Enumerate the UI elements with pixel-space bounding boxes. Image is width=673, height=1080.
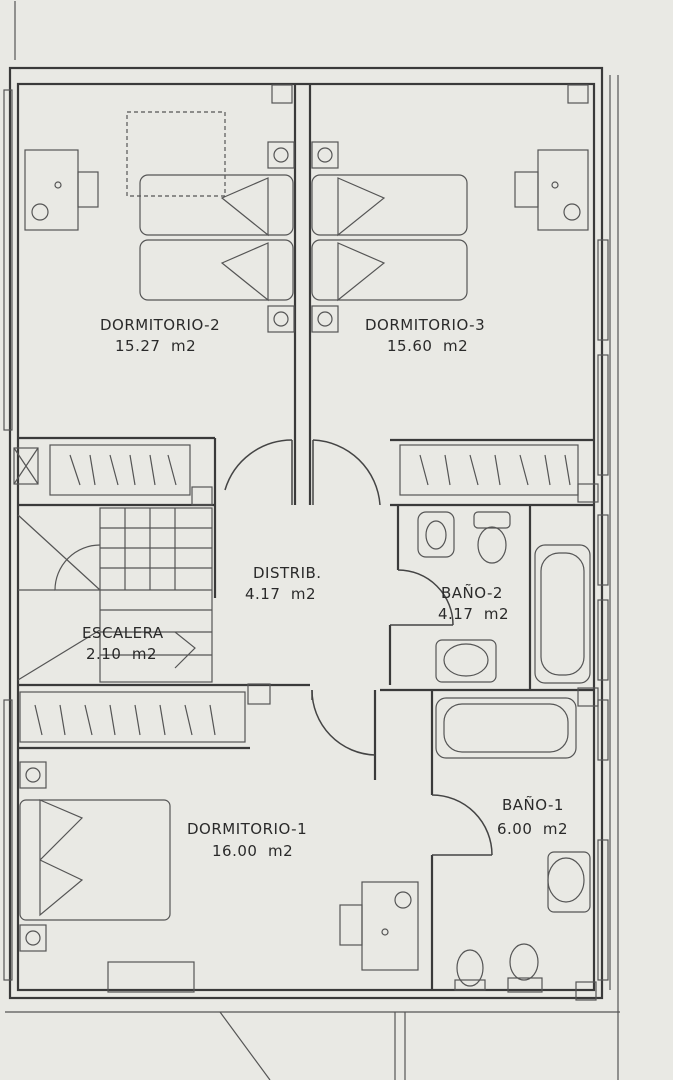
- exterior-walls: [5, 1, 620, 1080]
- room-area-dormitorio-1: 16.00 m2: [212, 842, 293, 860]
- room-name-escalera: ESCALERA: [82, 624, 164, 642]
- room-area-dormitorio-2: 15.27 m2: [115, 337, 196, 355]
- room-area-bano-1: 6.00 m2: [497, 820, 568, 838]
- beds: [19, 111, 468, 921]
- room-area-bano-2: 4.17 m2: [438, 605, 509, 623]
- vent-symbols: [13, 141, 339, 952]
- staircase: [17, 507, 213, 683]
- interior-walls: [18, 84, 599, 1001]
- room-name-dormitorio-3: DORMITORIO-3: [365, 316, 485, 334]
- room-area-escalera: 2.10 m2: [86, 645, 157, 663]
- desks: [24, 149, 589, 993]
- room-name-distrib: DISTRIB.: [253, 564, 322, 582]
- windows: [3, 89, 609, 981]
- doors: [224, 439, 493, 856]
- room-name-dormitorio-1: DORMITORIO-1: [187, 820, 307, 838]
- sanitary-fixtures: [417, 511, 591, 993]
- wardrobes: [19, 444, 579, 743]
- room-name-bano-1: BAÑO-1: [502, 795, 564, 814]
- room-area-dormitorio-3: 15.60 m2: [387, 337, 468, 355]
- room-area-distrib: 4.17 m2: [245, 585, 316, 603]
- room-labels: DORMITORIO-2 15.27 m2 DORMITORIO-3 15.60…: [82, 316, 568, 860]
- room-name-dormitorio-2: DORMITORIO-2: [100, 316, 220, 334]
- room-name-bano-2: BAÑO-2: [441, 583, 503, 602]
